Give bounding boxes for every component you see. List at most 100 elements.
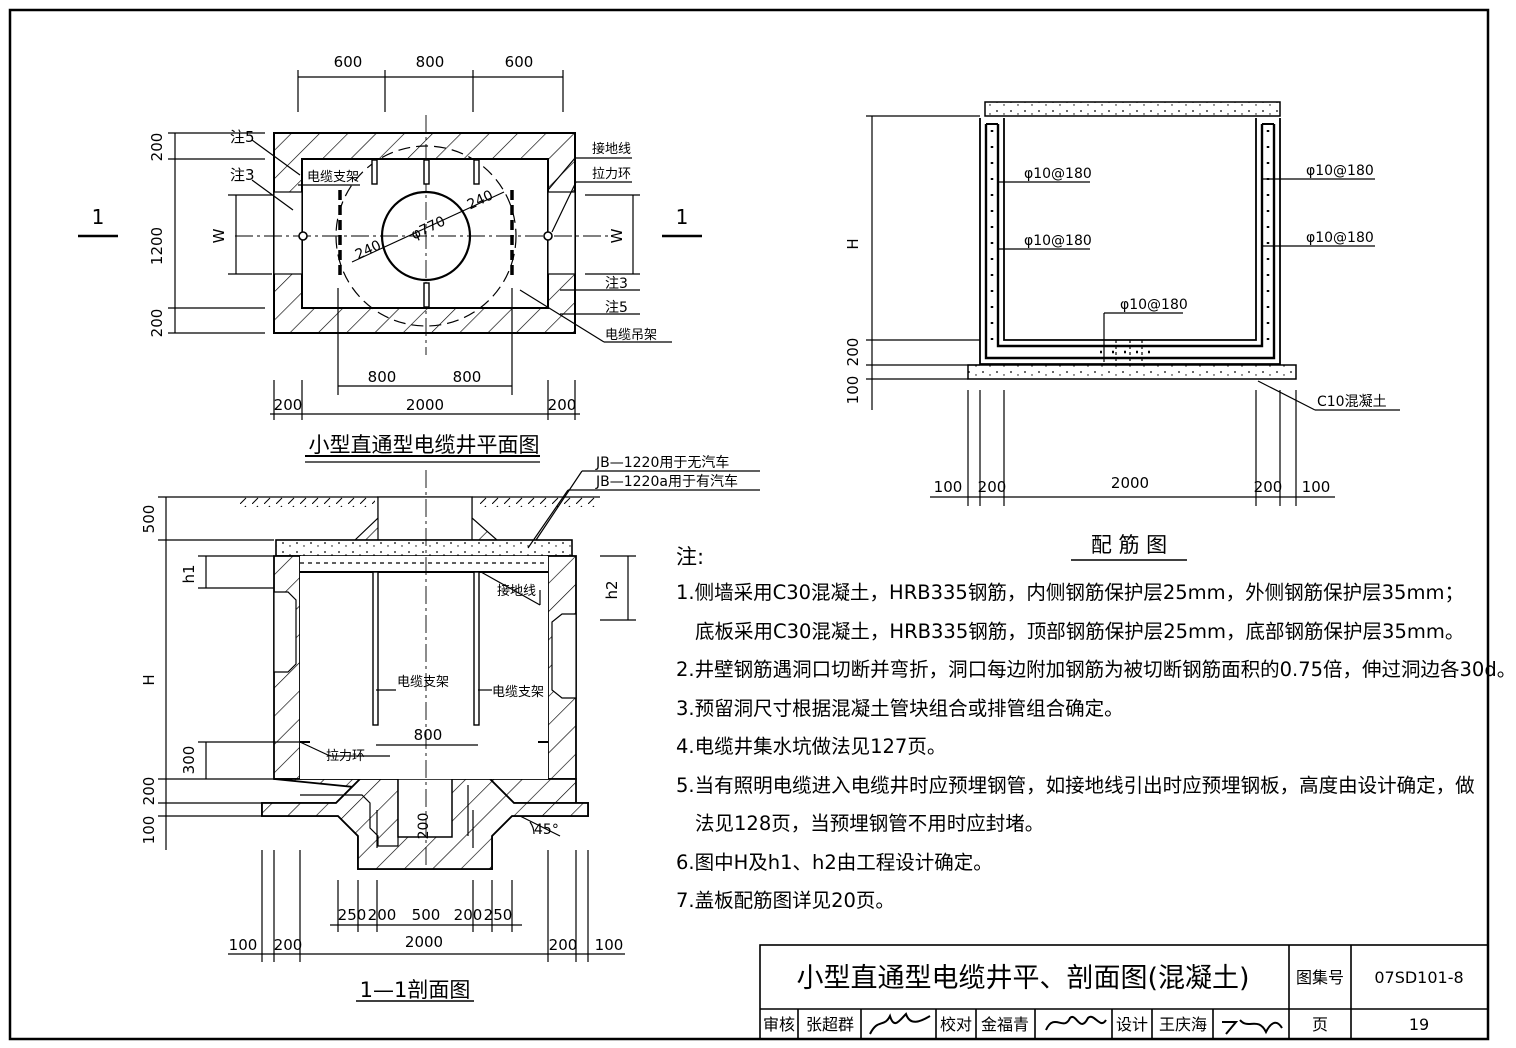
section-view-text: JB—1220用于无汽车 JB—1220a用于有汽车 500 h1 H 300 … — [140, 454, 738, 1002]
note-item: 3.预留洞尺寸根据混凝土管块组合或排管组合确定。 — [676, 696, 1124, 720]
rebar-dim-bot-3: 2000 — [1111, 474, 1149, 492]
rebar-dim-bot-4: 200 — [1254, 478, 1283, 496]
label-r240-b: 240 — [353, 237, 384, 263]
checker: 金福青 — [981, 1015, 1029, 1034]
sec-bot-3: 2000 — [405, 933, 443, 951]
note-item: 法见128页，当预埋钢管不用时应封堵。 — [695, 812, 1045, 835]
sec-dim-h2: h2 — [603, 580, 621, 599]
rebar-dim-bot-1: 100 — [934, 478, 963, 496]
note-item: 7.盖板配筋图详见20页。 — [676, 889, 895, 912]
section-title: 1—1剖面图 — [360, 978, 471, 1002]
section-cover-slab — [275, 539, 573, 557]
plan-support-top-3 — [473, 159, 480, 185]
sec-pit-4: 200 — [454, 906, 483, 924]
plan-dim-bot-1: 200 — [274, 396, 303, 414]
concrete-label: C10混凝土 — [1317, 394, 1387, 410]
rebar-cover-slab — [984, 101, 1281, 117]
sec-bot-5: 100 — [595, 936, 624, 954]
page-label: 页 — [1312, 1015, 1328, 1034]
sec-dim-h1: h1 — [180, 564, 198, 583]
rebar-label-4: φ10@180 — [1306, 230, 1374, 246]
design-label: 设计 — [1116, 1015, 1148, 1034]
sec-pit-5: 250 — [484, 906, 513, 924]
sec-dim-800: 800 — [414, 726, 443, 744]
designer: 王庆海 — [1159, 1015, 1207, 1034]
page-no: 19 — [1409, 1015, 1429, 1034]
plan-dim-top-3: 600 — [505, 53, 534, 71]
rebar-view — [866, 101, 1400, 561]
plan-dim-inner-1: 800 — [368, 368, 397, 386]
label-note3: 注3 — [230, 166, 255, 184]
notes: 注: 1.侧墙采用C30混凝土，HRB335钢筋，内侧钢筋保护层25mm，外侧钢… — [676, 540, 1516, 921]
atlas-no: 07SD101-8 — [1374, 968, 1463, 987]
section-view — [158, 470, 760, 1002]
cover-note-1: JB—1220用于无汽车 — [595, 454, 729, 471]
plan-dim-top-2: 800 — [416, 53, 445, 71]
sec-angle: 45° — [534, 822, 559, 838]
note-item: 2.井壁钢筋遇洞口切断并弯折，洞口每边附加钢筋为被切断钢筋面积的0.75倍，伸过… — [676, 658, 1516, 681]
plan-support-top-2 — [423, 159, 430, 185]
sec-dim-pit-200: 200 — [416, 813, 432, 840]
plan-support-top-1 — [371, 159, 378, 185]
plan-dim-left-3: 200 — [148, 309, 166, 338]
note-item: 6.图中H及h1、h2由工程设计确定。 — [676, 850, 993, 874]
sec-bot-4: 200 — [549, 936, 578, 954]
rebar-label-2: φ10@180 — [1024, 233, 1092, 249]
plan-opening-left — [273, 191, 303, 275]
title-block-text: 小型直通型电缆井平、剖面图(混凝土) 图集号 07SD101-8 审核 张超群 … — [763, 963, 1464, 1034]
label-note5-right: 注5 — [605, 300, 628, 316]
label-pull-ring: 拉力环 — [592, 167, 631, 182]
notes-heading: 注: — [676, 545, 705, 569]
note-item: 1.侧墙采用C30混凝土，HRB335钢筋，内侧钢筋保护层25mm，外侧钢筋保护… — [676, 581, 1464, 604]
title-block — [759, 944, 1489, 1040]
plan-title: 小型直通型电缆井平面图 — [309, 433, 540, 457]
sec-dim-100: 100 — [140, 816, 158, 845]
section-mark-left: 1 — [92, 205, 105, 229]
review-label: 审核 — [763, 1015, 795, 1034]
cover-note-2: JB—1220a用于有汽车 — [595, 473, 738, 490]
atlas-label: 图集号 — [1296, 968, 1344, 987]
label-diameter: φ770 — [409, 214, 448, 244]
label-cable-hanger: 电缆吊架 — [605, 327, 657, 343]
rebar-label-3: φ10@180 — [1306, 163, 1374, 179]
signature-checker — [1045, 1015, 1107, 1031]
sec-label-support-left: 电缆支架 — [397, 674, 449, 690]
sec-bot-1: 100 — [229, 936, 258, 954]
sec-bot-2: 200 — [274, 936, 303, 954]
sheet-border — [8, 8, 1490, 1041]
section-support-left — [372, 571, 379, 726]
plan-dim-w-left: W — [210, 228, 228, 243]
label-note3-right: 注3 — [605, 276, 628, 292]
sec-dim-500: 500 — [140, 505, 158, 534]
plan-dim-w-right: W — [608, 228, 626, 243]
rebar-dim-bot-5: 100 — [1302, 478, 1331, 496]
rebar-dim-left-1: 200 — [844, 338, 862, 367]
sec-pit-2: 200 — [368, 906, 397, 924]
sec-dim-300: 300 — [180, 746, 198, 775]
label-cable-support: 电缆支架 — [307, 169, 359, 185]
signature-reviewer — [869, 1012, 931, 1035]
drawing-title: 小型直通型电缆井平、剖面图(混凝土) — [796, 963, 1249, 994]
reviewer: 张超群 — [806, 1015, 854, 1034]
rebar-label-5: φ10@180 — [1120, 297, 1188, 313]
plan-dim-inner-2: 800 — [453, 368, 482, 386]
plan-dim-bot-2: 2000 — [406, 396, 444, 414]
plan-view-text: 600 800 600 200 1200 200 W W 800 800 200… — [92, 53, 689, 457]
sec-pit-1: 250 — [338, 906, 367, 924]
sec-label-grounding: 接地线 — [497, 583, 536, 599]
note-item: 5.当有照明电缆进入电缆井时应预埋钢管，如接地线引出时应预埋钢板，高度由设计确定… — [676, 773, 1475, 797]
plan-opening-right — [547, 191, 576, 275]
sec-pit-3: 500 — [412, 906, 441, 924]
label-note5: 注5 — [230, 128, 255, 146]
rebar-label-1: φ10@180 — [1024, 166, 1092, 182]
rebar-dim-bot-2: 200 — [978, 478, 1007, 496]
section-mark-right: 1 — [676, 205, 689, 229]
note-item: 4.电缆井集水坑做法见127页。 — [676, 735, 947, 758]
plan-dim-left-1: 200 — [148, 133, 166, 162]
section-support-right — [473, 571, 480, 726]
label-r240-a: 240 — [465, 187, 496, 213]
label-grounding: 接地线 — [592, 141, 631, 157]
sec-label-support-right: 电缆支架 — [492, 684, 544, 700]
rebar-view-text: φ10@180 φ10@180 φ10@180 φ10@180 φ10@180 … — [844, 163, 1387, 557]
